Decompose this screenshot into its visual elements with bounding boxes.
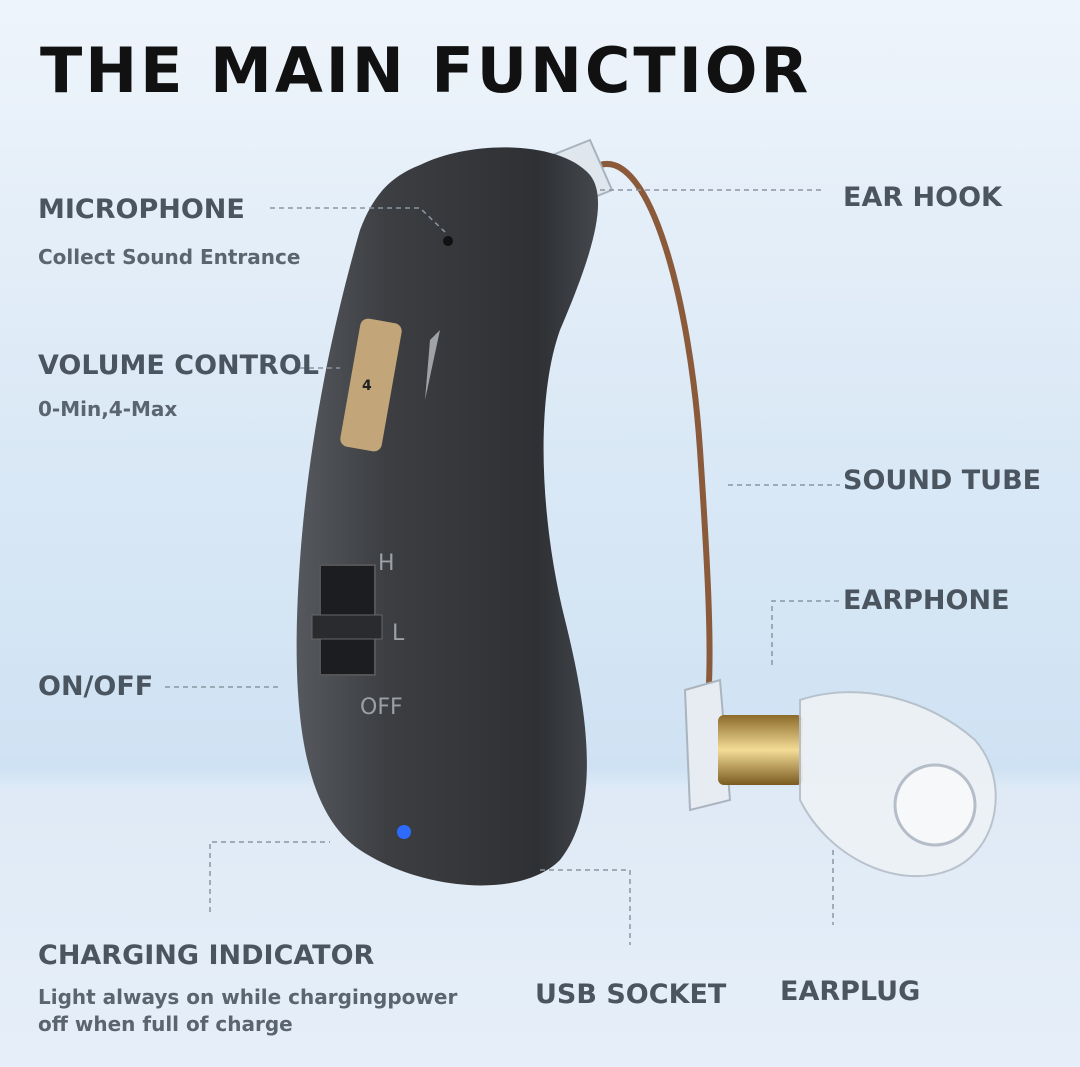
- volume-control-label: VOLUME CONTROL: [38, 350, 319, 381]
- earphone-label: EARPHONE: [843, 585, 1010, 616]
- earplug-label: EARPLUG: [780, 976, 921, 1007]
- sound-tube-label: SOUND TUBE: [843, 465, 1042, 496]
- microphone-desc: Collect Sound Entrance: [38, 245, 301, 269]
- switch-l-mark: L: [392, 621, 405, 646]
- switch-off-mark: OFF: [360, 695, 403, 720]
- earphone-gold: [718, 715, 803, 785]
- volume-wheel: [340, 318, 402, 452]
- charging-indicator-desc: Light always on while chargingpower off …: [38, 985, 458, 1036]
- switch-h-mark: H: [378, 551, 395, 576]
- leader-lines: [165, 189, 840, 945]
- microphone-label: MICROPHONE: [38, 194, 245, 225]
- usb-socket-label: USB SOCKET: [535, 979, 727, 1010]
- wheel-number: 4: [362, 378, 372, 394]
- ear-hook-label: EAR HOOK: [843, 182, 1002, 213]
- page-title: THE MAIN FUNCTIOR: [40, 34, 812, 107]
- microphone-hole: [443, 236, 453, 246]
- on-off-label: ON/OFF: [38, 671, 154, 702]
- charging-indicator-label: CHARGING INDICATOR: [38, 940, 375, 971]
- charging-led: [397, 825, 411, 839]
- volume-control-desc: 0-Min,4-Max: [38, 397, 178, 421]
- sound-tube: [599, 161, 713, 701]
- device-body: [296, 147, 599, 886]
